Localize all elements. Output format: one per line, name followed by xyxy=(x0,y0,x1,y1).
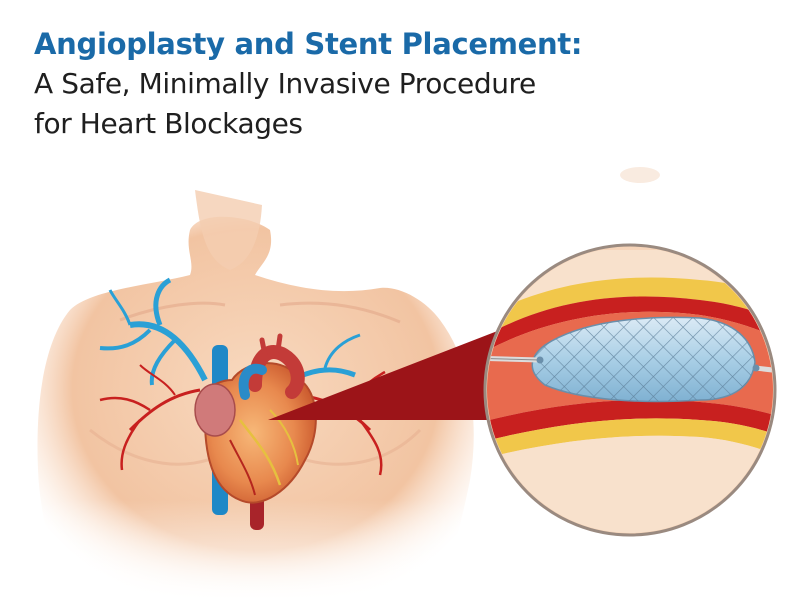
page-subtitle-line-2: for Heart Blockages xyxy=(34,107,303,140)
page-title: Angioplasty and Stent Placement: xyxy=(34,27,583,61)
zoom-pointer xyxy=(268,330,510,420)
title-block: Angioplasty and Stent Placement: A Safe,… xyxy=(34,24,774,144)
stent xyxy=(531,316,756,403)
zoom-circle xyxy=(483,243,777,537)
page-subtitle-line-1: A Safe, Minimally Invasive Procedure xyxy=(34,67,536,100)
